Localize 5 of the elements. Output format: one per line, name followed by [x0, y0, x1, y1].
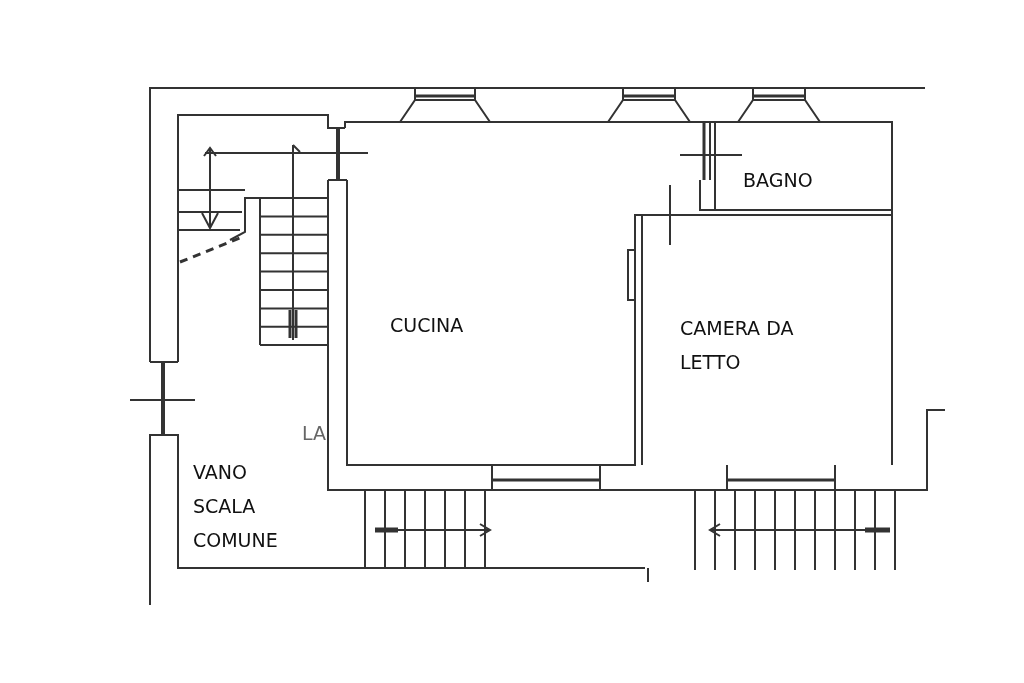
- room-label: LA: [302, 421, 326, 446]
- room-label: VANO SCALA COMUNE: [193, 460, 279, 553]
- room-label: CAMERA DA LETTO: [680, 316, 795, 375]
- room-label: CUCINA: [390, 313, 465, 338]
- room-label: BAGNO: [743, 168, 814, 193]
